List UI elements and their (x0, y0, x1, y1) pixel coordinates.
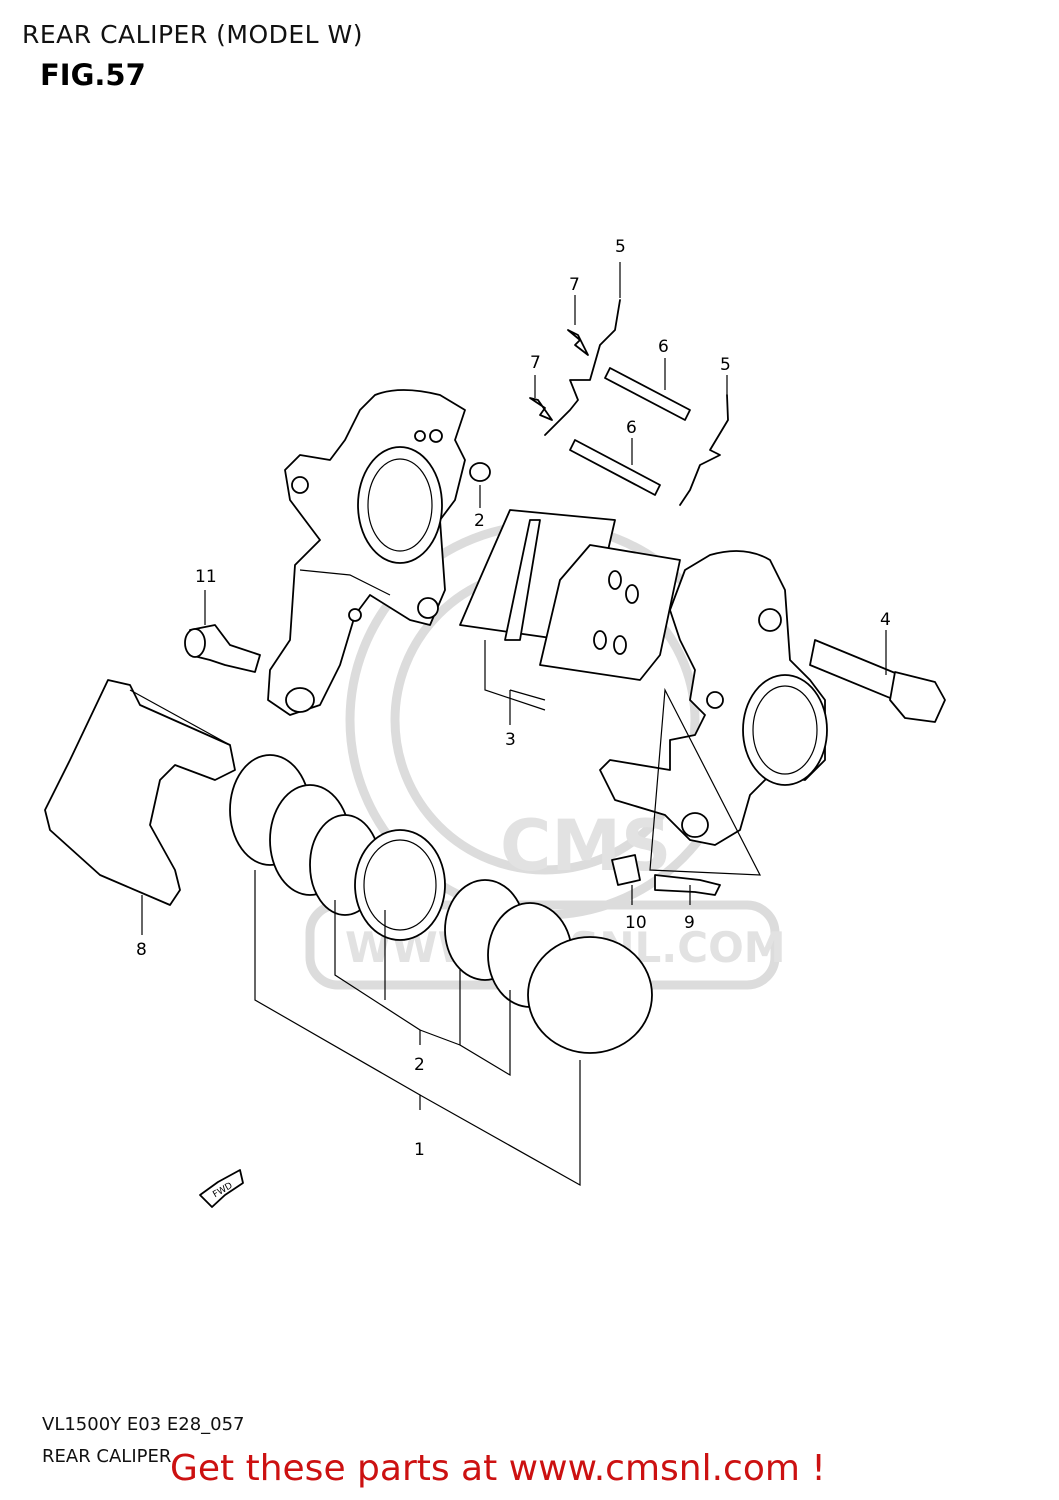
piston-seal-stack (229, 754, 653, 1054)
part-label-4: 4 (880, 610, 891, 630)
part-label-6-lower: 6 (626, 418, 637, 438)
part-label-7-lower: 7 (530, 353, 541, 373)
part-label-9: 9 (684, 913, 695, 933)
part-label-7-top: 7 (569, 275, 580, 295)
diagram-code: VL1500Y E03 E28_057 (42, 1414, 245, 1435)
part-label-1: 1 (414, 1140, 425, 1160)
bleeder-valve (654, 874, 721, 896)
part-labels: 11 2 7 7 5 6 6 5 4 3 10 9 8 2 1 (136, 237, 891, 1160)
watermark-logo-text: CMS (500, 805, 671, 887)
part-label-8: 8 (136, 940, 147, 960)
part-label-11: 11 (195, 567, 217, 587)
part-label-5-right: 5 (720, 355, 731, 375)
bolt-4 (809, 639, 946, 723)
pin-clips (529, 329, 589, 421)
figure-number: FIG.57 (40, 58, 146, 92)
caliper-body-left (267, 389, 466, 716)
brake-pad-set (459, 509, 681, 681)
part-label-6-top: 6 (658, 337, 669, 357)
promo-link-text[interactable]: Get these parts at www.cmsnl.com ! (170, 1448, 826, 1489)
caliper-body-right (599, 550, 828, 876)
washer (469, 462, 491, 482)
pad-springs (544, 299, 729, 506)
bleeder-cap (611, 854, 641, 886)
caliper-bracket (44, 679, 236, 906)
pad-pins (569, 367, 691, 496)
part-label-3: 3 (505, 730, 516, 750)
forward-direction-marker: FWD (199, 1169, 244, 1208)
leader-lines (141, 262, 887, 1187)
part-label-2: 2 (414, 1055, 425, 1075)
part-label-2-washer: 2 (474, 511, 485, 531)
bolt-11 (184, 624, 261, 673)
part-label-10: 10 (625, 913, 647, 933)
page-title: REAR CALIPER (MODEL W) (22, 20, 364, 49)
part-label-5-top: 5 (615, 237, 626, 257)
diagram-name: REAR CALIPER (42, 1446, 172, 1467)
